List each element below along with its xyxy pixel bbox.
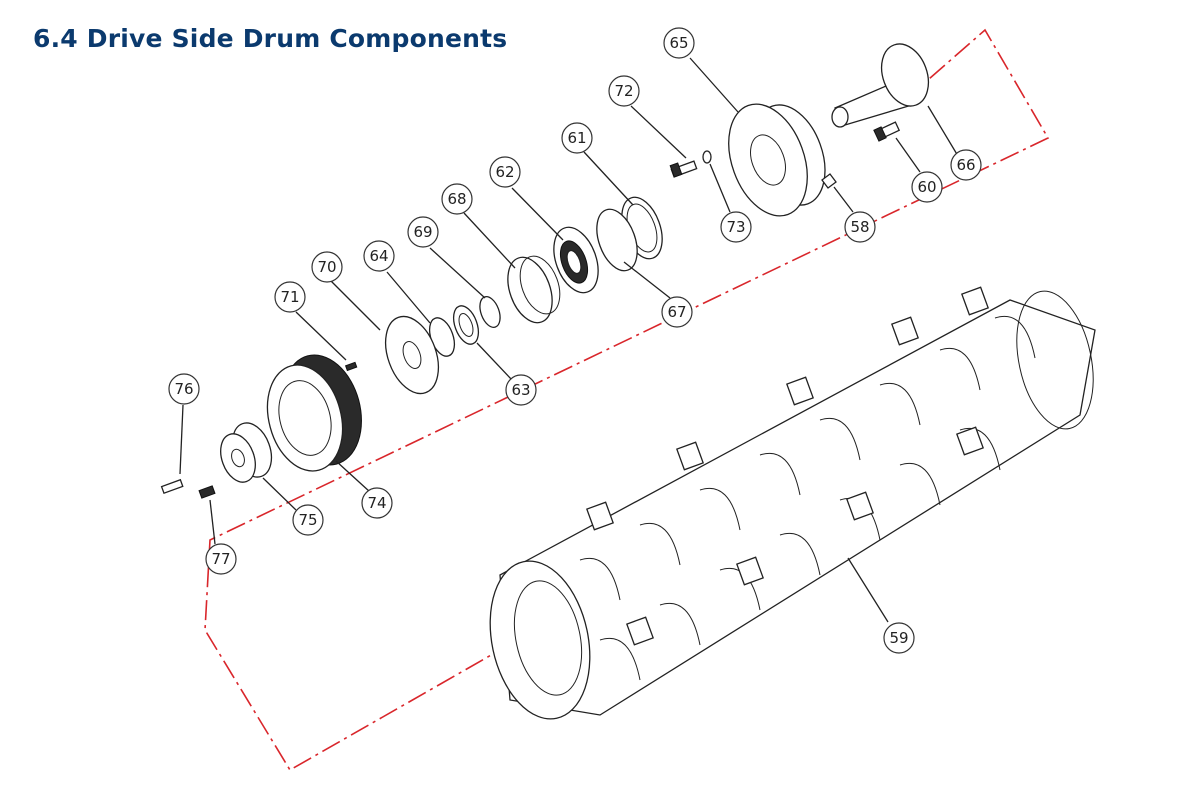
svg-text:59: 59 [889,629,908,647]
washer-part-73 [702,150,712,164]
drum-part-59 [489,286,1096,720]
callout-58: 58 [844,211,876,243]
callout-61: 61 [561,122,593,154]
callout-66: 66 [950,149,982,181]
svg-text:69: 69 [413,223,432,241]
svg-text:70: 70 [317,258,336,276]
svg-text:76: 76 [174,380,193,398]
callout-71: 71 [274,281,306,313]
svg-text:67: 67 [667,303,686,321]
svg-text:66: 66 [956,156,975,174]
svg-text:64: 64 [369,247,388,265]
callout-59: 59 [883,622,915,654]
callout-64: 64 [363,240,395,272]
callout-60: 60 [911,171,943,203]
svg-text:62: 62 [495,163,514,181]
cover-plate-part-70 [384,315,440,395]
svg-text:63: 63 [511,381,530,399]
pulley-part-74 [266,354,362,472]
svg-text:58: 58 [850,218,869,236]
callout-63: 63 [505,374,537,406]
callout-75: 75 [292,504,324,536]
svg-text:74: 74 [367,494,386,512]
svg-text:65: 65 [669,34,688,52]
callout-76: 76 [168,373,200,405]
page-title: 6.4 Drive Side Drum Components [33,24,508,53]
svg-text:68: 68 [447,190,466,208]
svg-text:72: 72 [614,82,633,100]
svg-text:77: 77 [211,550,230,568]
bolt-part-72 [669,160,698,178]
callout-77: 77 [205,543,237,575]
grease-nipple-part-58 [821,173,837,189]
sleeve-part-68 [507,255,561,324]
svg-text:61: 61 [567,129,586,147]
callout-65: 65 [663,27,695,59]
screw-part-77 [198,485,216,499]
seal-part-63 [452,305,480,345]
stub-shaft-part-66 [831,43,930,128]
callout-74: 74 [361,487,393,519]
hub-flange-part-65 [728,103,826,217]
callout-62: 62 [489,156,521,188]
callout-68: 68 [441,183,473,215]
bearing-part-62 [553,226,599,294]
callout-72: 72 [608,75,640,107]
circlip-part-69 [479,296,501,328]
bolt-part-60 [873,121,901,142]
grub-screw-part-71 [344,361,358,372]
taper-bush-part-75 [220,422,273,483]
callout-69: 69 [407,216,439,248]
key-part-76 [160,478,184,495]
callout-67: 67 [661,296,693,328]
svg-text:75: 75 [298,511,317,529]
callout-70: 70 [311,251,343,283]
seal-ring-part-67 [596,208,638,272]
svg-text:73: 73 [726,218,745,236]
svg-text:71: 71 [280,288,299,306]
callout-73: 73 [720,211,752,243]
leader-lines [179,57,959,623]
svg-text:60: 60 [917,178,936,196]
assembly-axis-line [204,28,1050,772]
